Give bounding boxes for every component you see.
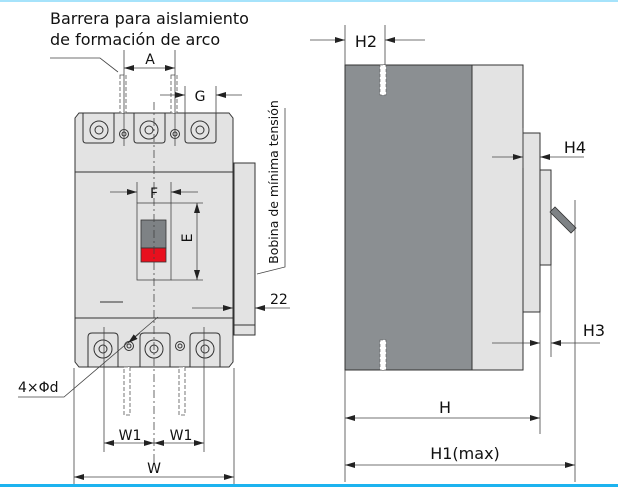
dim-G: G <box>195 89 206 105</box>
handle-red-indicator <box>140 247 167 263</box>
front-view: Barrera para aislamiento de formación de… <box>18 9 290 484</box>
dim-W: W <box>147 461 161 477</box>
side-body-light <box>471 64 524 371</box>
dim-22: 22 <box>270 292 288 308</box>
side-view: H2 H4 H3 H H1(max) <box>310 25 605 482</box>
dim-H: H <box>439 398 451 417</box>
arc-barrier-bottom-left <box>123 366 131 416</box>
dim-A: A <box>145 52 155 68</box>
arc-barrier-right <box>170 74 178 114</box>
side-barrier-bottom <box>379 339 387 371</box>
arc-barrier-left <box>119 74 127 114</box>
dim-W1-right: W1 <box>170 428 193 444</box>
dim-E: E <box>180 234 196 243</box>
dim-W1-left: W1 <box>119 428 142 444</box>
side-handle-base <box>539 169 552 266</box>
undervoltage-coil <box>233 162 256 336</box>
barrier-label-line2: de formación de arco <box>50 30 220 49</box>
barrier-leader <box>50 57 119 73</box>
undervoltage-coil-label: Bobina de mínima tensión <box>266 100 281 264</box>
dim-F: F <box>150 186 158 202</box>
handle <box>140 219 167 249</box>
side-barrier-top <box>379 64 387 96</box>
side-cover-step <box>522 132 541 313</box>
arc-barrier-bottom-right <box>178 366 186 416</box>
dim-H1-max: H1(max) <box>430 444 500 463</box>
frame-top-line <box>0 0 618 2</box>
frame-bottom-line <box>0 484 618 487</box>
side-handle <box>549 206 577 234</box>
barrier-label-line1: Barrera para aislamiento <box>50 9 249 28</box>
dim-H3: H3 <box>583 321 605 340</box>
side-body-dark <box>344 64 473 371</box>
dim-H4: H4 <box>564 138 586 157</box>
dim-H2: H2 <box>355 32 377 51</box>
dim-holes: 4×Φd <box>18 380 59 396</box>
